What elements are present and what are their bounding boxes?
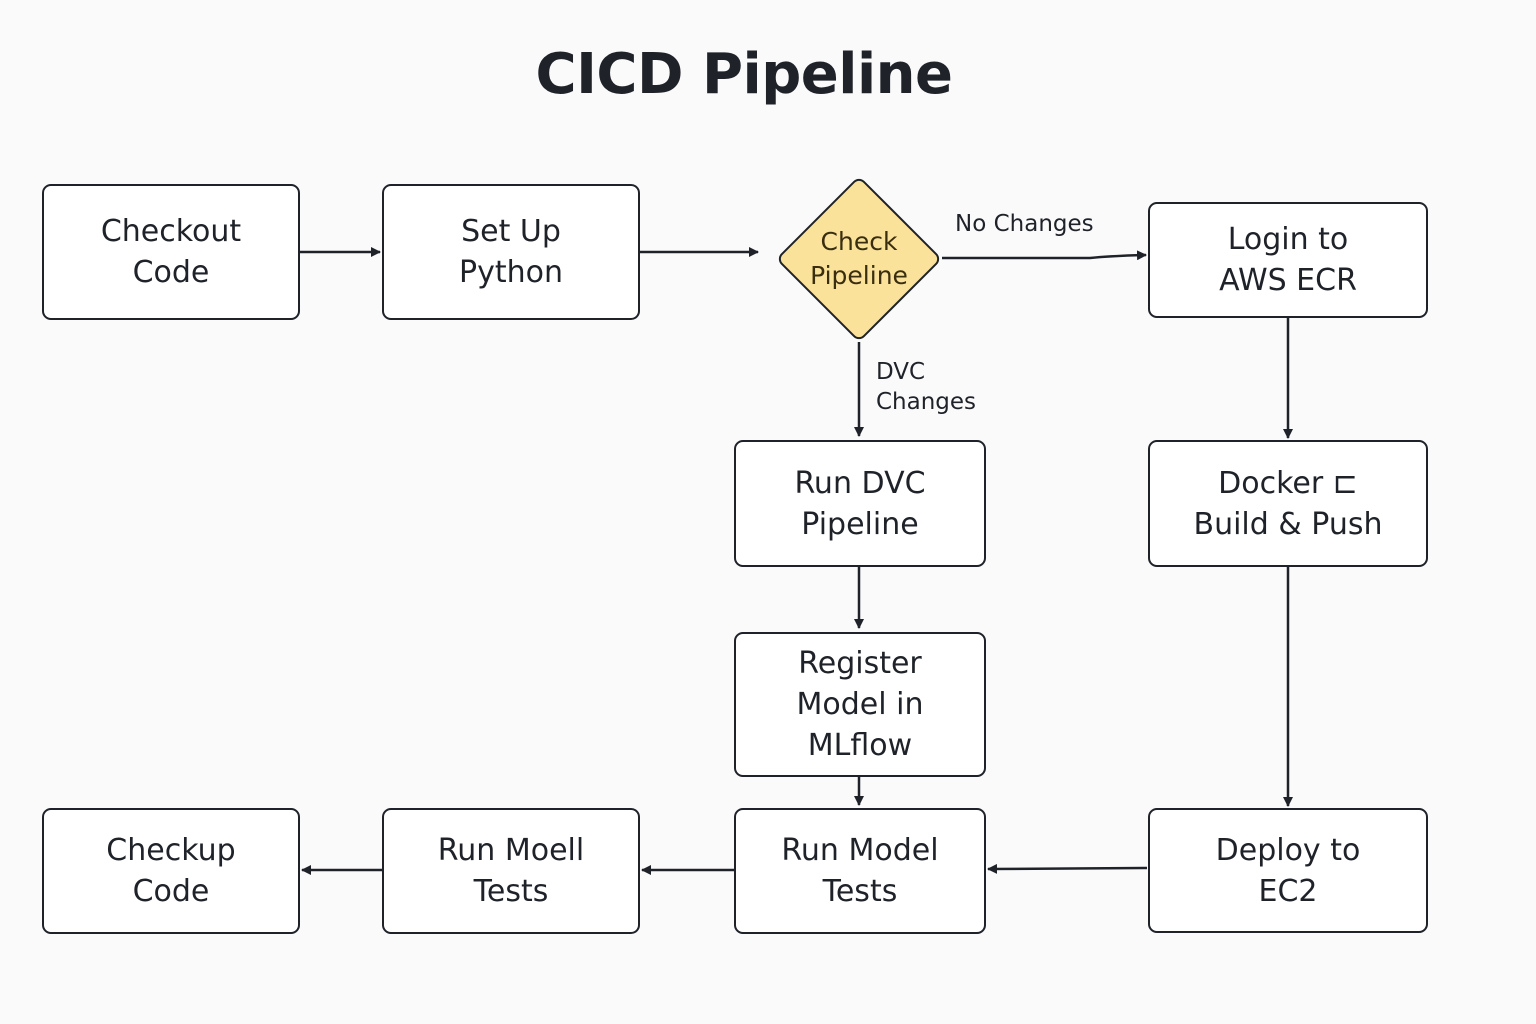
node-run-dvc-pipeline: Run DVC Pipeline [734, 440, 986, 567]
edge-label-no-changes: No Changes [955, 211, 1094, 237]
node-set-up-python: Set Up Python [382, 184, 640, 320]
diagram-title: CICD Pipeline [535, 42, 953, 107]
edge-label-dvc-changes: DVC Changes [876, 359, 977, 415]
node-run-model-tests: Run Model Tests [734, 808, 986, 934]
decision-label: Check Pipeline [810, 227, 908, 290]
edge-check-to-login [942, 250, 1147, 261]
node-check-pipeline: Check Pipeline [775, 175, 943, 343]
node-deploy-ec2: Deploy to EC2 [1148, 808, 1428, 933]
node-docker-build-push: Docker ⊏ Build & Push [1148, 440, 1428, 567]
edge-deploy-to-runmodel [987, 863, 1148, 874]
node-checkup-code: Checkup Code [42, 808, 300, 934]
node-register-model: Register Model in MLflow [734, 632, 986, 777]
node-login-aws-ecr: Login to AWS ECR [1148, 202, 1428, 318]
node-run-moell-tests: Run Moell Tests [382, 808, 640, 934]
node-checkout-code: Checkout Code [42, 184, 300, 320]
